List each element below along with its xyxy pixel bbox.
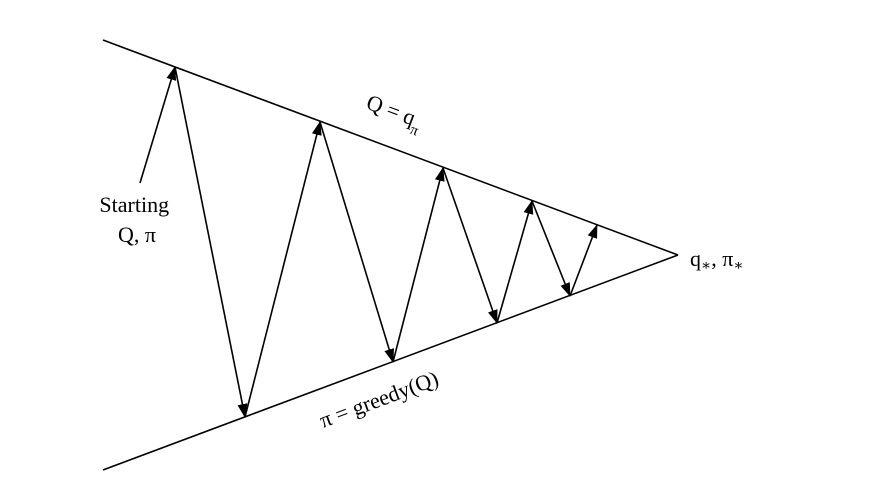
start-label-line2: Q, π xyxy=(118,222,156,247)
optimum-label: q∗, π∗ xyxy=(690,246,744,274)
opt-q-star: ∗ xyxy=(701,258,711,274)
arrow-7 xyxy=(531,200,571,297)
arrow-1 xyxy=(174,66,248,418)
opt-pi: , π xyxy=(711,246,733,271)
value-equation-label: Q = qπ xyxy=(361,89,427,139)
arrow-8 xyxy=(569,224,598,297)
arrow-4 xyxy=(392,167,445,363)
value-line xyxy=(102,39,679,256)
start-arrow xyxy=(139,66,177,184)
arrow-5 xyxy=(442,167,498,324)
policy-equation-label: π = greedy(Q) xyxy=(316,366,442,433)
value-eq-main: Q = q xyxy=(363,89,419,130)
start-label-line1: Starting xyxy=(99,192,169,217)
policy-line xyxy=(102,254,679,471)
opt-pi-star: ∗ xyxy=(733,258,743,274)
start-label: Starting Q, π xyxy=(99,192,174,247)
arrow-3 xyxy=(319,121,395,363)
zigzag-arrows xyxy=(174,66,598,418)
arrow-6 xyxy=(496,200,534,324)
arrow-2 xyxy=(244,121,322,418)
opt-q: q xyxy=(690,246,701,271)
